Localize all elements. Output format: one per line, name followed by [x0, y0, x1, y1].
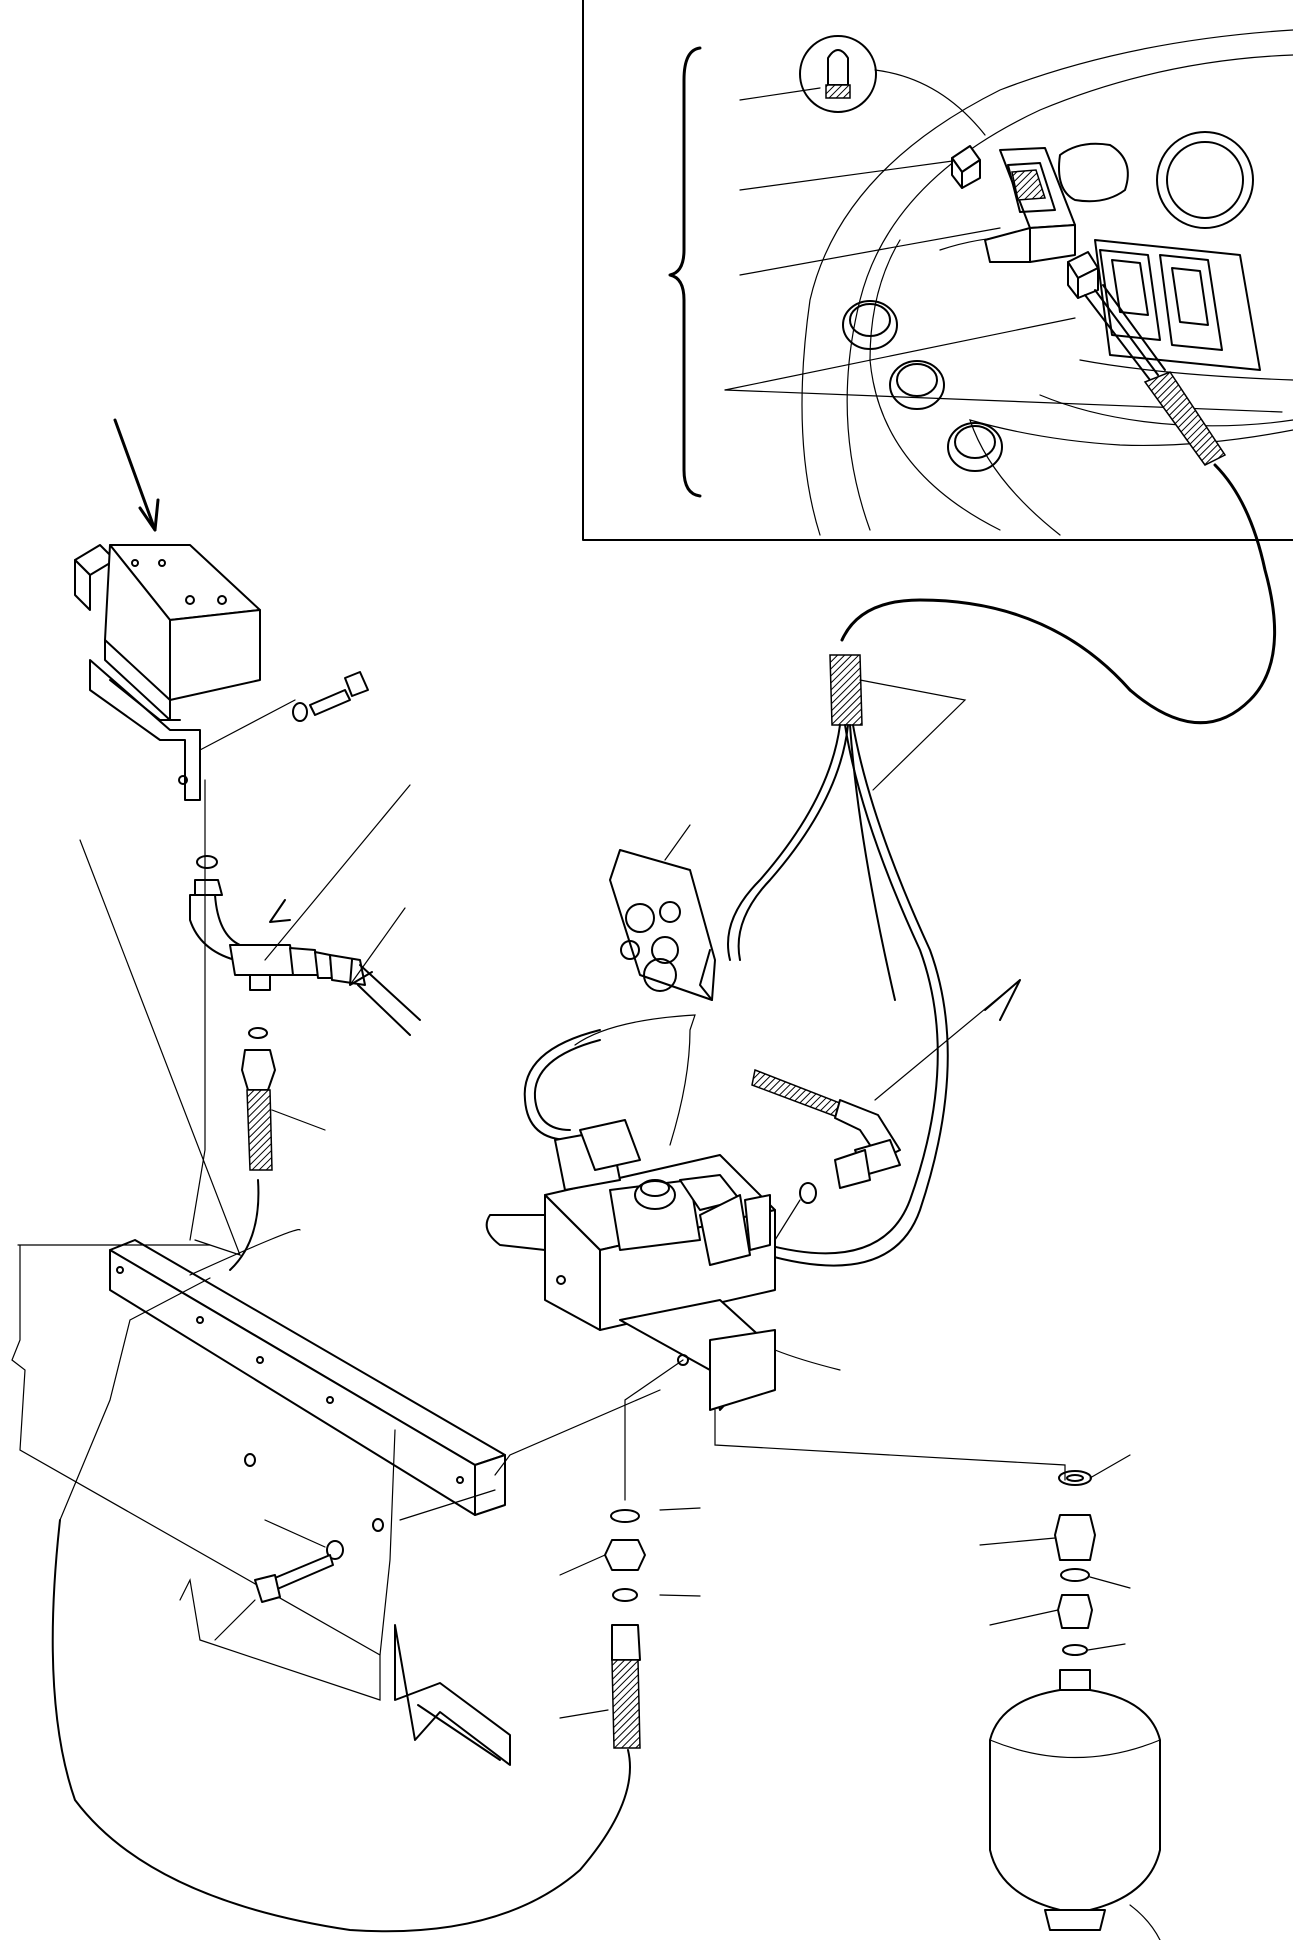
- bulb-icon: [799, 35, 986, 136]
- solenoid-valve: [485, 1119, 841, 1411]
- panel-rocker-switches: [1094, 239, 1261, 371]
- mounting-bar: [59, 839, 661, 1521]
- left-valve-block: [74, 418, 296, 856]
- bolt-and-washer: [214, 1519, 344, 1641]
- assembly-brace: [668, 46, 702, 498]
- left-screw-and-washer: [292, 671, 369, 722]
- wiring-harness: [523, 598, 1132, 1267]
- switch-cap-icon: [951, 145, 981, 189]
- round-button-icons: [842, 300, 1003, 472]
- gauge-icon: [1156, 131, 1254, 229]
- elbow-hose-fitting: [751, 979, 1021, 1241]
- label-decal-icon: [574, 824, 716, 1146]
- center-fitting-stack: [51, 1359, 701, 1933]
- mounting-panel-outline: [11, 1244, 396, 1701]
- accumulator-stack: [714, 1409, 1131, 1656]
- inset-wiring-harness: [1128, 371, 1277, 725]
- oval-opening: [1058, 142, 1129, 203]
- dashboard-inset: [582, 0, 1293, 725]
- console-outline: [801, 29, 1293, 536]
- direction-arrow-icon: [394, 1624, 511, 1766]
- switch-connector-icon: [1067, 251, 1166, 381]
- accumulator: [989, 1669, 1161, 1940]
- left-fitting-stack: [189, 784, 421, 1271]
- rocker-switch-icon: [984, 147, 1076, 263]
